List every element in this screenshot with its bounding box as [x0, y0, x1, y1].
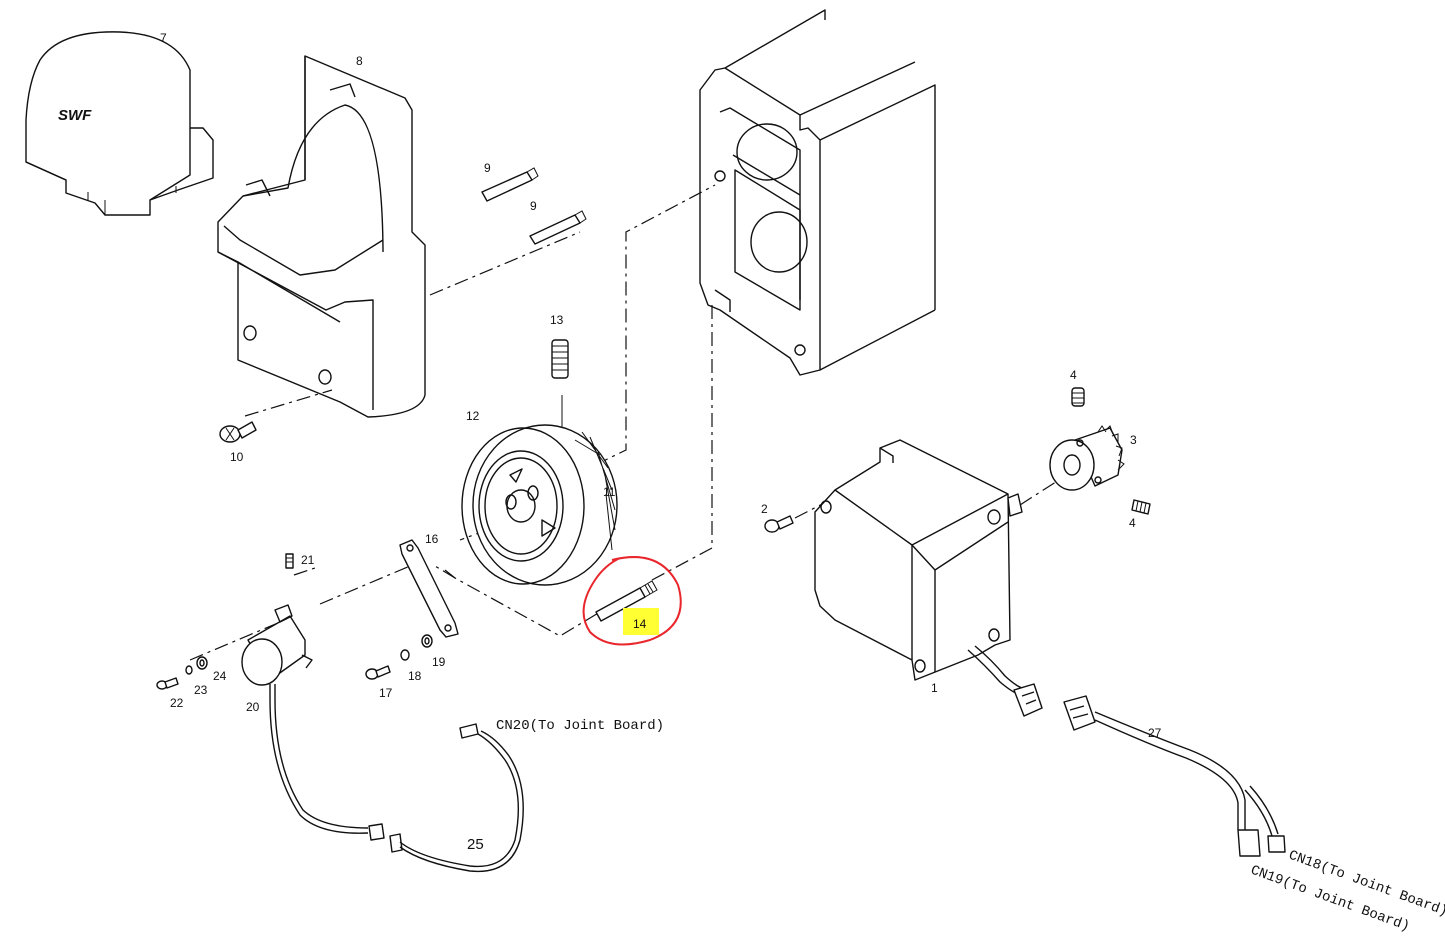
part-14-highlight [623, 608, 659, 635]
part-19-washer [421, 634, 433, 648]
part-label-4b: 4 [1129, 516, 1136, 530]
part-label-7: 7 [160, 31, 167, 45]
part-20-encoder [241, 604, 369, 834]
part-22-screw [156, 677, 179, 690]
annotation-circle [582, 556, 682, 646]
connector-cn20: CN20(To Joint Board) [496, 718, 664, 734]
part-label-13: 13 [550, 313, 564, 327]
part-label-16: 16 [425, 532, 439, 546]
part-label-9b: 9 [530, 199, 537, 213]
part-label-14: 14 [633, 617, 647, 631]
part-25-cable [368, 723, 524, 873]
part-4-setscrew-lower [1131, 499, 1151, 515]
cover-logo: SWF [58, 107, 92, 124]
part-7-cover: SWF [25, 31, 214, 216]
part-label-23: 23 [194, 683, 208, 697]
part-label-19: 19 [432, 655, 446, 669]
part-13-spacer [551, 339, 569, 379]
part-label-11: 11 [603, 485, 616, 499]
part-21-setscrew [285, 553, 294, 569]
part-label-1: 1 [931, 681, 938, 695]
part-label-10: 10 [230, 450, 244, 464]
part-17-screw [365, 665, 391, 680]
part-4-setscrew-upper [1071, 387, 1085, 407]
part-label-8: 8 [356, 54, 363, 68]
part-label-9a: 9 [484, 161, 491, 175]
part-label-25: 25 [467, 836, 484, 853]
part-label-12: 12 [466, 409, 480, 423]
part-16-bracket [399, 539, 459, 638]
part-label-27: 27 [1148, 726, 1162, 740]
part-12-pulley [461, 424, 618, 586]
part-label-4a: 4 [1070, 368, 1077, 382]
part-23-washer [185, 665, 193, 675]
part-27-cable [1013, 683, 1286, 857]
part-label-22: 22 [170, 696, 184, 710]
part-label-18: 18 [408, 669, 422, 683]
part-label-17: 17 [379, 686, 393, 700]
part-9-standoff-lower [529, 210, 587, 245]
part-label-20: 20 [246, 700, 260, 714]
part-8-housing [217, 55, 426, 418]
part-label-2: 2 [761, 502, 768, 516]
part-label-21: 21 [301, 553, 315, 567]
part-24-washer [196, 656, 208, 670]
part-1-motor [814, 439, 1023, 695]
part-label-24: 24 [213, 669, 227, 683]
machine-frame [699, 9, 936, 376]
part-3-gear [1049, 425, 1125, 491]
part-2-screw [764, 515, 794, 533]
part-14-shaft [595, 580, 658, 622]
part-18-washer [400, 649, 410, 661]
part-9-standoff-upper [481, 167, 539, 202]
part-10-screw [219, 421, 257, 443]
part-label-3: 3 [1130, 433, 1137, 447]
